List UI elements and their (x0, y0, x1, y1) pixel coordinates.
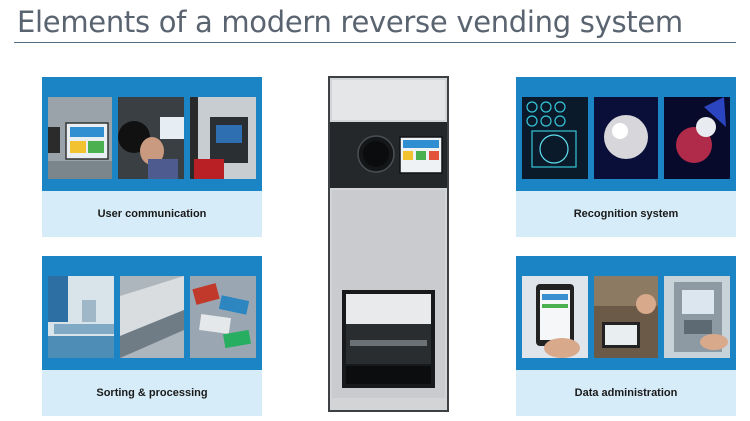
phone-app-photo (522, 276, 588, 358)
recognition-screen-photo (522, 97, 588, 179)
caption-sorting-processing: Sorting & processing (42, 370, 262, 416)
kiosk-screen-photo (48, 97, 112, 179)
panel-data-administration: Data administration (516, 256, 736, 416)
photo-strip (516, 77, 736, 191)
photo-strip (516, 256, 736, 370)
laser-scan-photo (664, 97, 730, 179)
caption-recognition-system: Recognition system (516, 191, 736, 237)
slide-title: Elements of a modern reverse vending sys… (17, 5, 683, 39)
crate-return-photo (190, 97, 256, 179)
photo-strip (42, 77, 262, 191)
caption-user-communication: User communication (42, 191, 262, 237)
tablet-photo (594, 276, 658, 358)
photo-strip (42, 256, 262, 370)
atm-terminal-photo (664, 276, 730, 358)
crushed-cans-photo (190, 276, 256, 358)
title-divider (14, 42, 736, 43)
panel-user-communication: User communication (42, 77, 262, 237)
reverse-vending-machine (328, 76, 449, 412)
conveyor-photo (48, 276, 114, 358)
panel-sorting-processing: Sorting & processing (42, 256, 262, 416)
compactor-photo (120, 276, 184, 358)
container-scan-photo (594, 97, 658, 179)
bottle-insert-photo (118, 97, 184, 179)
caption-data-administration: Data administration (516, 370, 736, 416)
panel-recognition-system: Recognition system (516, 77, 736, 237)
